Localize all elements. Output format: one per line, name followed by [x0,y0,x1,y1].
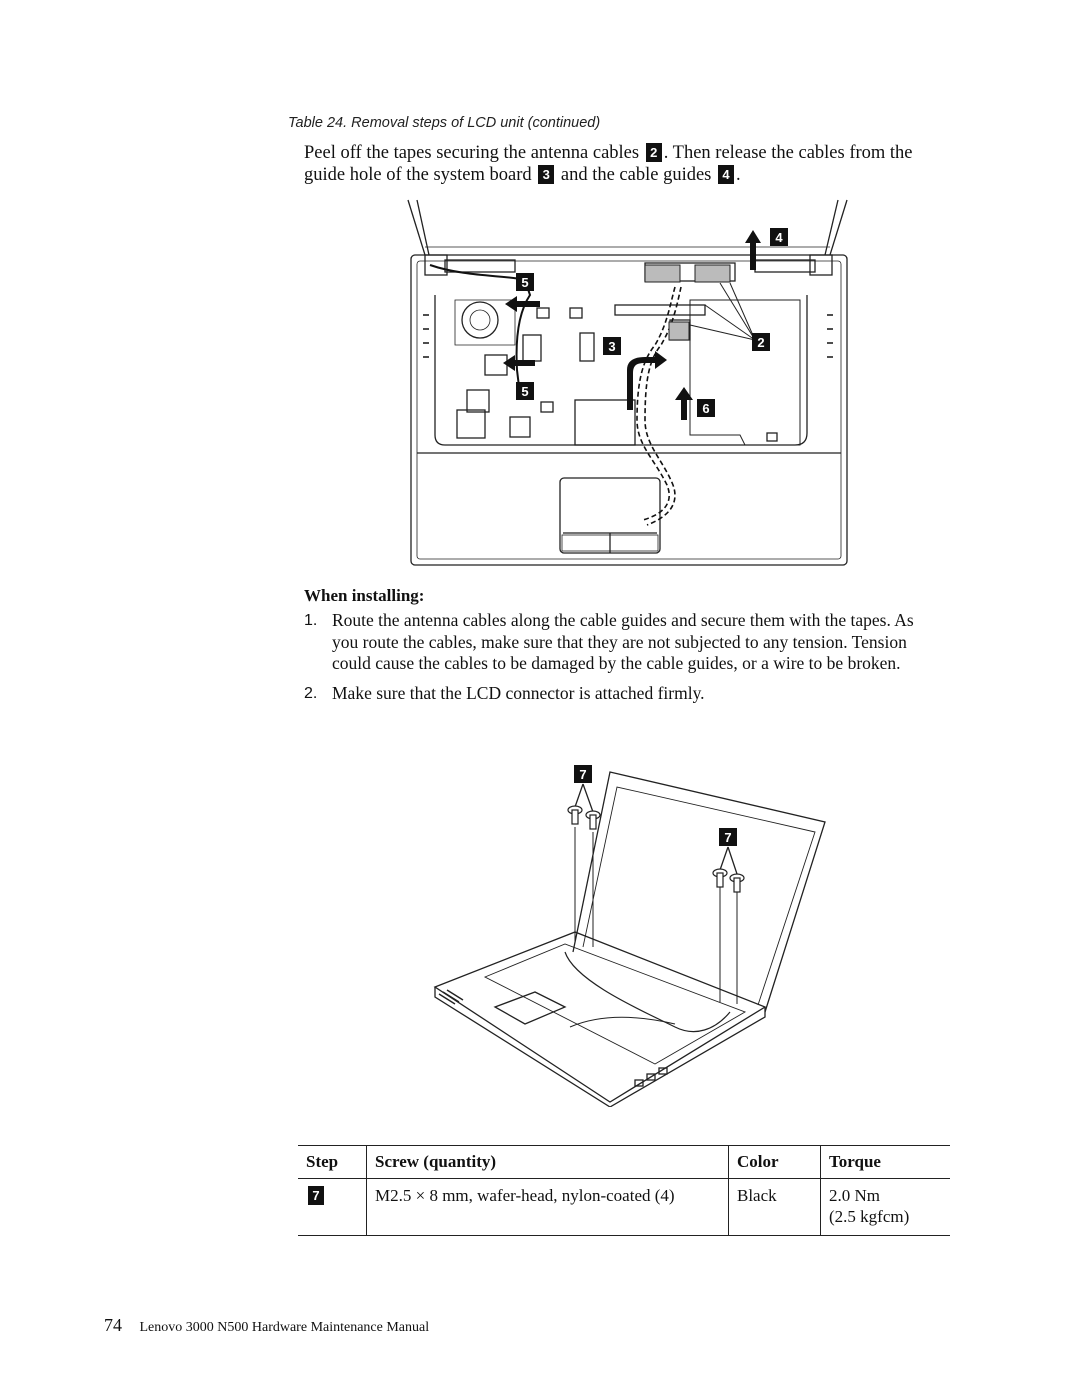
cell-step: 7 [298,1178,367,1236]
fig1-callout-4: 4 [775,230,783,245]
intro-text-4: . [736,165,741,185]
fig1-callout-5a: 5 [521,275,528,290]
table-caption: Table 24. Removal steps of LCD unit (con… [288,115,601,131]
list-item: 1. Route the antenna cables along the ca… [304,610,944,675]
intro-text-1: Peel off the tapes securing the antenna … [304,143,640,163]
cell-torque: 2.0 Nm (2.5 kgfcm) [820,1178,950,1236]
cell-screw: M2.5 × 8 mm, wafer-head, nylon-coated (4… [366,1178,729,1236]
step-callout: 7 [308,1186,324,1205]
intro-text-2: . Then release the cables from the guide… [304,143,913,185]
torque-nm: 2.0 Nm [829,1186,880,1205]
col-color: Color [728,1145,821,1179]
laptop-screws-figure: 7 7 [433,765,826,1107]
screw-table: Step Screw (quantity) Color Torque 7 M2.… [298,1145,950,1236]
fig1-callout-5b: 5 [521,384,528,399]
intro-text-3: and the cable guides [560,165,712,185]
intro-paragraph: Peel off the tapes securing the antenna … [304,142,954,186]
table-header-row: Step Screw (quantity) Color Torque [298,1145,950,1179]
table-row: 7 M2.5 × 8 mm, wafer-head, nylon-coated … [298,1178,950,1236]
callout-4: 4 [718,165,734,184]
step-number: 1. [304,612,318,629]
manual-title: Lenovo 3000 N500 Hardware Maintenance Ma… [139,1320,430,1335]
fig1-callout-3: 3 [608,339,615,354]
col-screw: Screw (quantity) [366,1145,729,1179]
callout-3: 3 [538,165,555,184]
fig2-callout-7a: 7 [579,767,586,782]
step-number: 2. [304,684,318,702]
callout-2: 2 [645,143,662,162]
page-footer: 74 Lenovo 3000 N500 Hardware Maintenance… [104,1315,429,1336]
system-board-figure: 4 5 2 3 6 5 [407,199,848,566]
list-item: 2. Make sure that the LCD connector is a… [304,683,944,705]
col-step: Step [298,1145,367,1179]
step-text: Make sure that the LCD connector is atta… [332,682,705,703]
installing-steps: 1. Route the antenna cables along the ca… [304,610,944,710]
page-number: 74 [104,1315,122,1335]
col-torque: Torque [820,1145,950,1179]
fig1-callout-6: 6 [702,401,709,416]
step-text: Route the antenna cables along the cable… [332,610,914,673]
fig2-callout-7b: 7 [724,830,731,845]
when-installing-heading: When installing: [304,586,425,605]
fig1-callout-2: 2 [757,335,764,350]
cell-color: Black [728,1178,821,1236]
torque-kgfcm: (2.5 kgfcm) [829,1207,910,1226]
